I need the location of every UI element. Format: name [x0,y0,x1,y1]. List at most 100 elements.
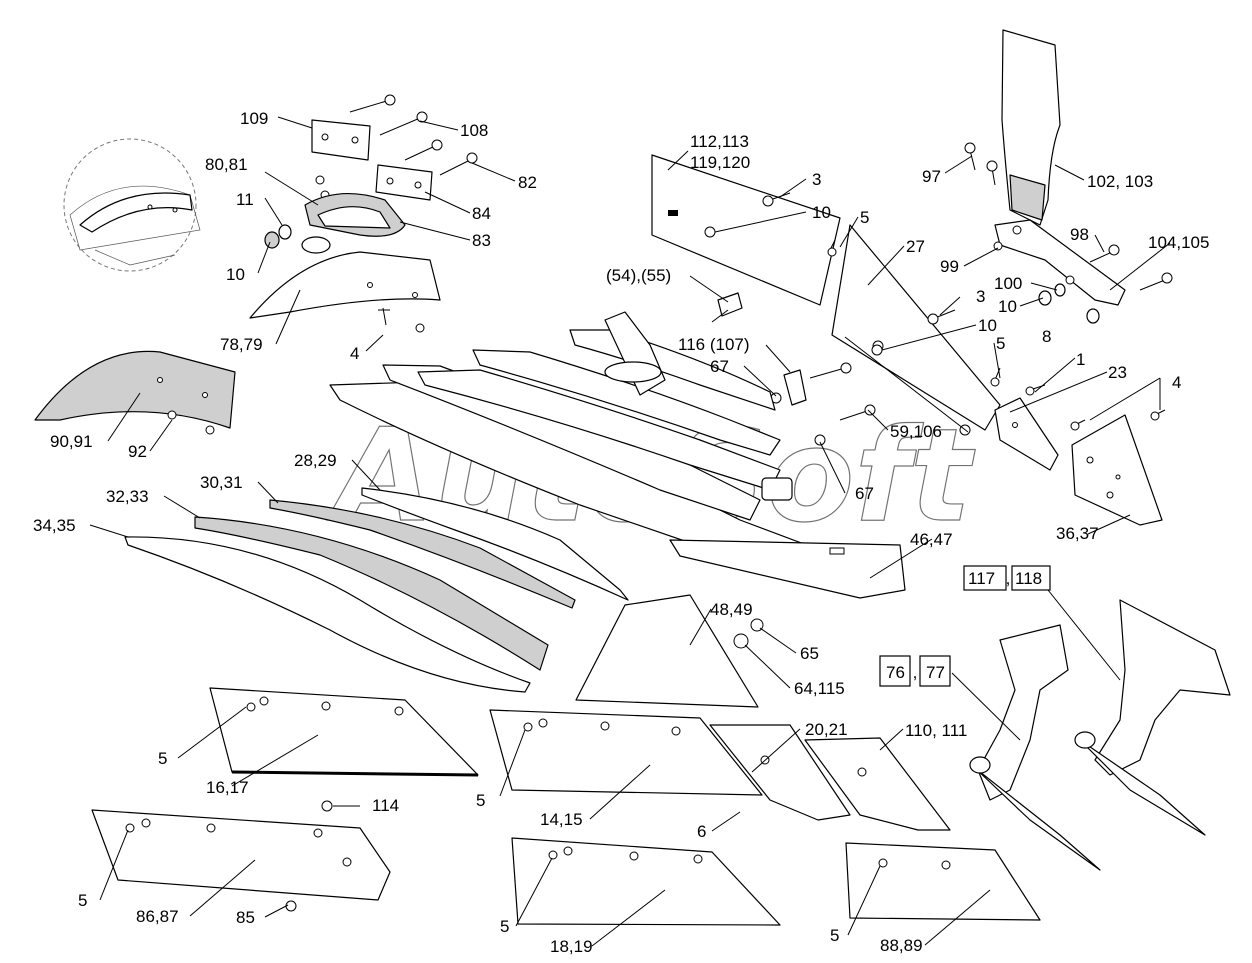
callout-8: 8 [1042,327,1051,346]
washer-nut-11-10 [264,224,292,249]
callout-92: 92 [128,442,147,461]
callout-labels: 109 108 82 80,81 11 84 83 10 78,79 4 90,… [33,109,1209,956]
callout-5-d: 5 [476,791,485,810]
callout-10-b: 10 [812,203,831,222]
callout-3-b: 3 [976,287,985,306]
bracket-104-105 [993,219,1173,324]
clamp-116-107 [770,362,876,446]
callout-97: 97 [922,167,941,186]
share-86-87 [91,800,391,912]
bracket-80-81 [301,193,406,254]
callout-3-a: 3 [812,170,821,189]
shin-90-91 [34,350,236,435]
plate-48-49 [575,594,764,708]
body-76-77 [969,624,1101,871]
callout-34-35: 34,35 [33,516,76,535]
callout-118: 118 [1015,569,1042,588]
callout-67-b: 67 [855,484,874,503]
callout-4-a: 4 [350,344,359,363]
callout-59-106: 59,106 [890,422,942,441]
callout-28-29: 28,29 [294,451,337,470]
callout-14-15: 14,15 [540,810,583,829]
callout-85: 85 [236,908,255,927]
callout-10-c: 10 [998,297,1017,316]
plate-109 [311,119,371,161]
callout-5-g: 5 [830,926,839,945]
svg-text:,: , [1006,569,1011,588]
callout-116-107: 116 (107) [678,335,750,354]
boxed-labels: , , [879,565,1051,687]
callout-77: 77 [926,663,945,682]
share-18-19 [511,837,781,926]
callout-82: 82 [518,173,537,192]
share-14-15 [489,709,763,796]
bolt-54-55 [711,292,743,323]
callout-1: 1 [1076,350,1085,369]
share-110-111 [804,737,951,831]
callout-110-111: 110, 111 [905,721,967,740]
callout-112-113: 112,113 [690,132,749,151]
plate-84 [375,164,433,201]
callout-46-47: 46,47 [910,530,953,549]
body-117-118 [1074,599,1231,836]
callout-114: 114 [372,796,399,815]
callout-84: 84 [472,204,491,223]
callout-5-f: 5 [500,917,509,936]
bolts-3-10 [827,239,1166,431]
callout-20-21: 20,21 [805,720,848,739]
shin-78-79 [249,251,441,333]
callout-16-17: 16,17 [206,778,249,797]
callout-83: 83 [472,231,491,250]
callout-98: 98 [1070,225,1089,244]
svg-text:,: , [913,663,918,682]
share-20-21 [709,724,851,821]
leader-lines [89,116,1171,947]
rail-30-31 [269,499,576,609]
callout-100: 100 [994,274,1022,293]
callout-64-115: 64,115 [794,679,845,698]
plate-1-23 [994,397,1059,471]
callout-67-a: 67 [710,357,729,376]
callout-90-91: 90,91 [50,432,93,451]
callout-86-87: 86,87 [136,907,179,926]
detail-inset-circle [63,138,201,272]
callout-117: 117 [968,569,995,588]
callout-36-37: 36,37 [1056,524,1099,543]
callout-88-89: 88,89 [880,936,923,955]
callout-5-a: 5 [860,208,869,227]
callout-27: 27 [906,237,925,256]
callout-54-55: (54),(55) [606,266,671,285]
callout-10-d: 10 [978,316,997,335]
share-16-17 [209,687,479,777]
callout-18-19: 18,19 [550,937,593,956]
callout-99: 99 [940,257,959,276]
callout-109: 109 [240,109,268,128]
share-88-89 [845,842,1041,921]
rail-28-29 [361,487,629,601]
callout-104-105: 104,105 [1148,233,1209,252]
callout-5-c: 5 [158,749,167,768]
strut-102-103 [964,29,1061,226]
callout-23: 23 [1108,363,1127,382]
callout-65: 65 [800,644,819,663]
callout-5-e: 5 [78,891,87,910]
callout-30-31: 30,31 [200,473,243,492]
callout-4-b: 4 [1172,373,1181,392]
callout-78-79: 78,79 [220,335,263,354]
rail-32-33 [194,516,549,671]
plate-36-37 [1071,414,1163,526]
callout-108: 108 [460,121,488,140]
frame-assembly [329,311,906,599]
callout-80-81: 80,81 [205,155,248,174]
callout-76: 76 [886,663,905,682]
rail-34-35 [124,536,531,693]
callout-11: 11 [236,190,254,209]
callout-119-120: 119,120 [690,153,750,172]
callout-10-a: 10 [226,265,245,284]
callout-6: 6 [697,822,706,841]
callout-5-b: 5 [996,334,1005,353]
callout-32-33: 32,33 [106,487,149,506]
callout-102-103: 102, 103 [1087,172,1153,191]
callout-48-49: 48,49 [710,600,753,619]
